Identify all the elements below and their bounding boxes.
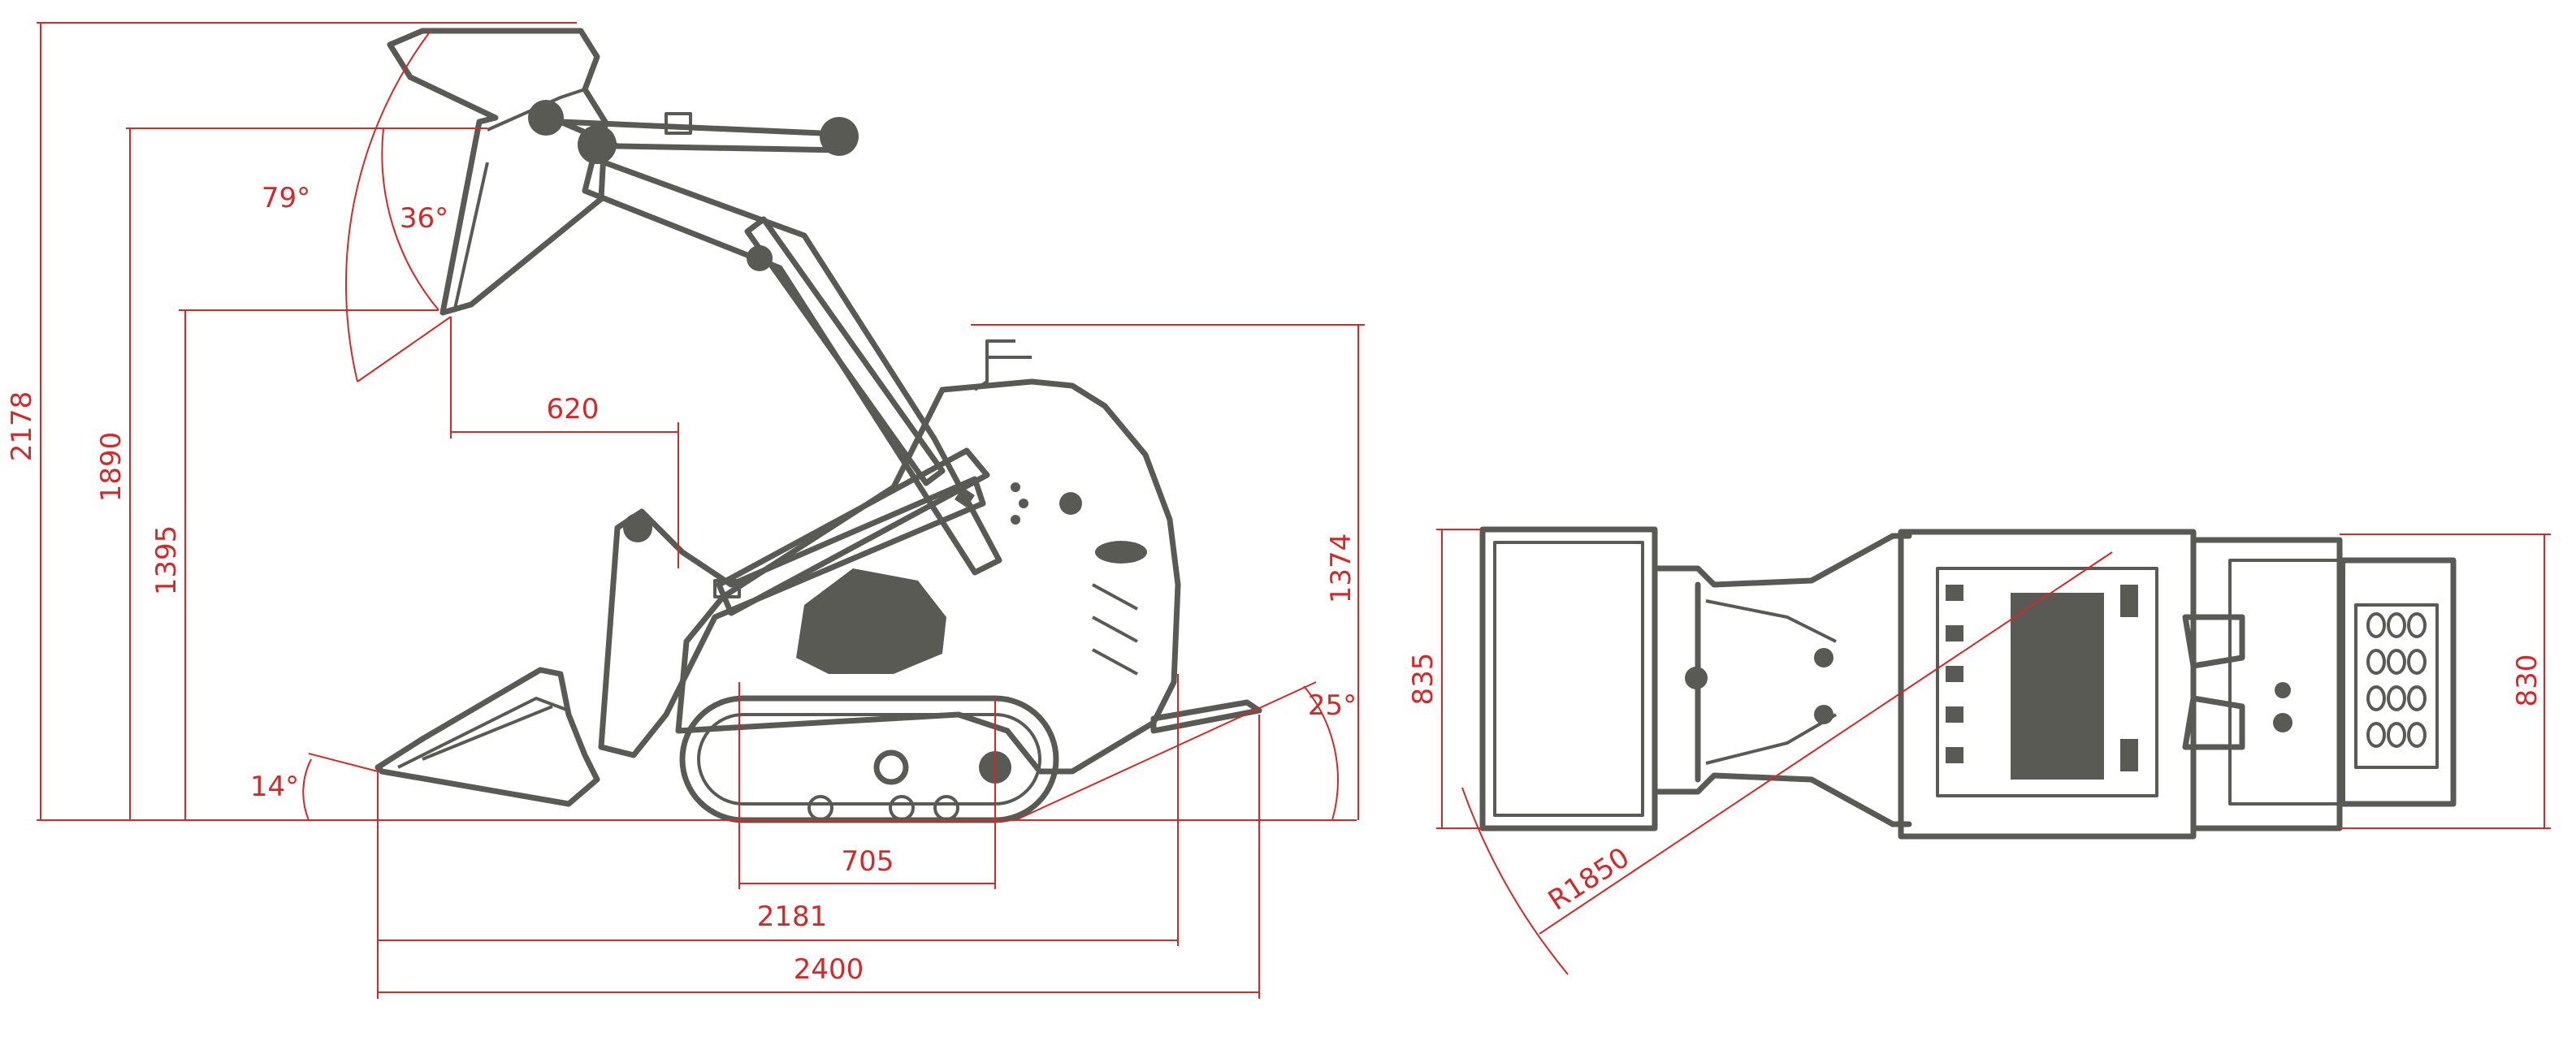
lowered-bucket <box>374 667 600 807</box>
angle-label-25: 25° <box>1308 689 1357 722</box>
dim-label-2178: 2178 <box>6 391 38 462</box>
dim-label-2181: 2181 <box>757 901 828 933</box>
side-view-machine <box>374 28 1262 823</box>
top-view-dimensions: 835 830 R1850 <box>1407 529 2551 975</box>
dim-label-1890: 1890 <box>95 432 128 503</box>
dim-label-1374: 1374 <box>1325 533 1357 604</box>
dim-label-705: 705 <box>842 845 894 878</box>
top-linkage <box>1654 533 1912 827</box>
side-view-dimensions: 2178 1890 1395 1374 620 705 2181 2400 <box>6 22 1365 999</box>
top-rear-deck <box>2182 537 2345 832</box>
dim-label-620: 620 <box>547 393 600 425</box>
raised-boom <box>557 112 1002 576</box>
angle-label-14: 14° <box>250 771 299 803</box>
chassis <box>675 339 1181 775</box>
raised-bucket <box>387 28 617 316</box>
dim-label-1395: 1395 <box>150 525 183 596</box>
top-bucket <box>1479 526 1658 832</box>
angle-label-36: 36° <box>400 202 448 235</box>
dim-label-835: 835 <box>1407 653 1440 706</box>
top-step-platform <box>2336 557 2457 807</box>
dim-label-830: 830 <box>2511 654 2544 707</box>
dim-label-2400: 2400 <box>794 953 864 986</box>
top-chassis <box>1898 529 2197 840</box>
angle-label-79: 79° <box>262 182 310 214</box>
top-view-machine <box>1479 526 2457 840</box>
